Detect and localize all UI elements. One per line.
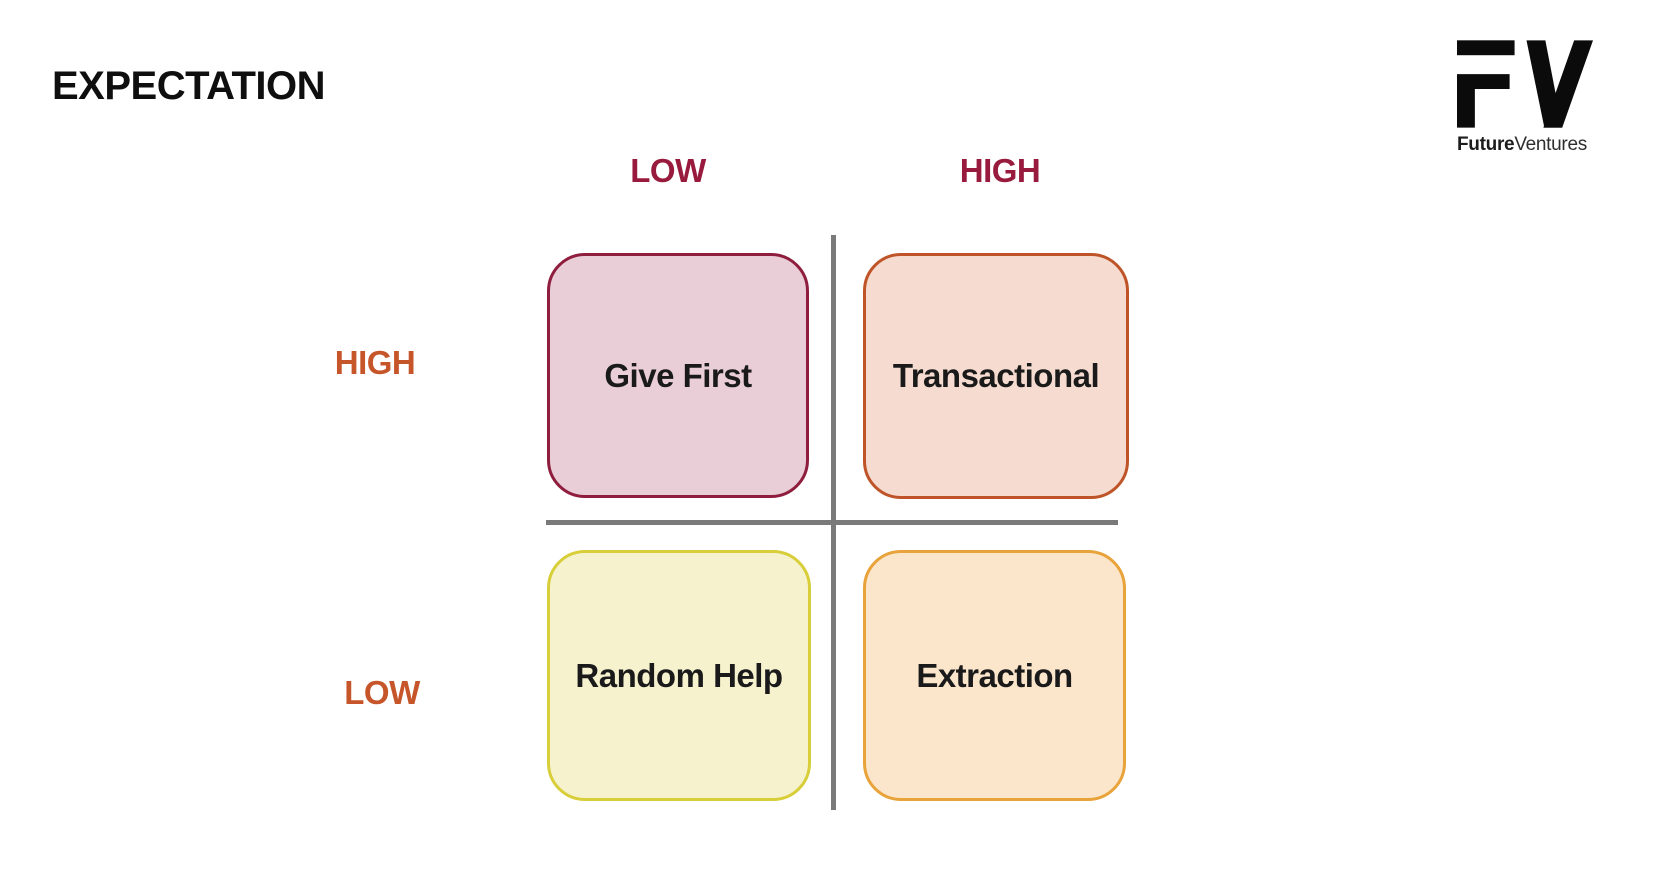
logo-wordmark: FutureVentures [1457, 134, 1597, 156]
fv-logo-icon [1457, 40, 1597, 128]
quadrant-random-help: Random Help [547, 550, 811, 801]
logo-wordmark-future: Future [1457, 134, 1515, 155]
page-title: EXPECTATION [52, 64, 326, 108]
logo-wordmark-ventures: Ventures [1514, 134, 1587, 155]
column-label-high: HIGH [959, 152, 1041, 189]
quadrant-extraction: Extraction [863, 550, 1126, 801]
row-label-low: LOW [344, 674, 420, 711]
horizontal-axis-line [546, 520, 1118, 525]
column-label-low: LOW [630, 152, 706, 189]
row-label-high: HIGH [334, 344, 416, 381]
quadrant-transactional: Transactional [863, 253, 1129, 499]
future-ventures-logo: FutureVentures [1457, 40, 1597, 156]
quadrant-give-first: Give First [547, 253, 809, 498]
